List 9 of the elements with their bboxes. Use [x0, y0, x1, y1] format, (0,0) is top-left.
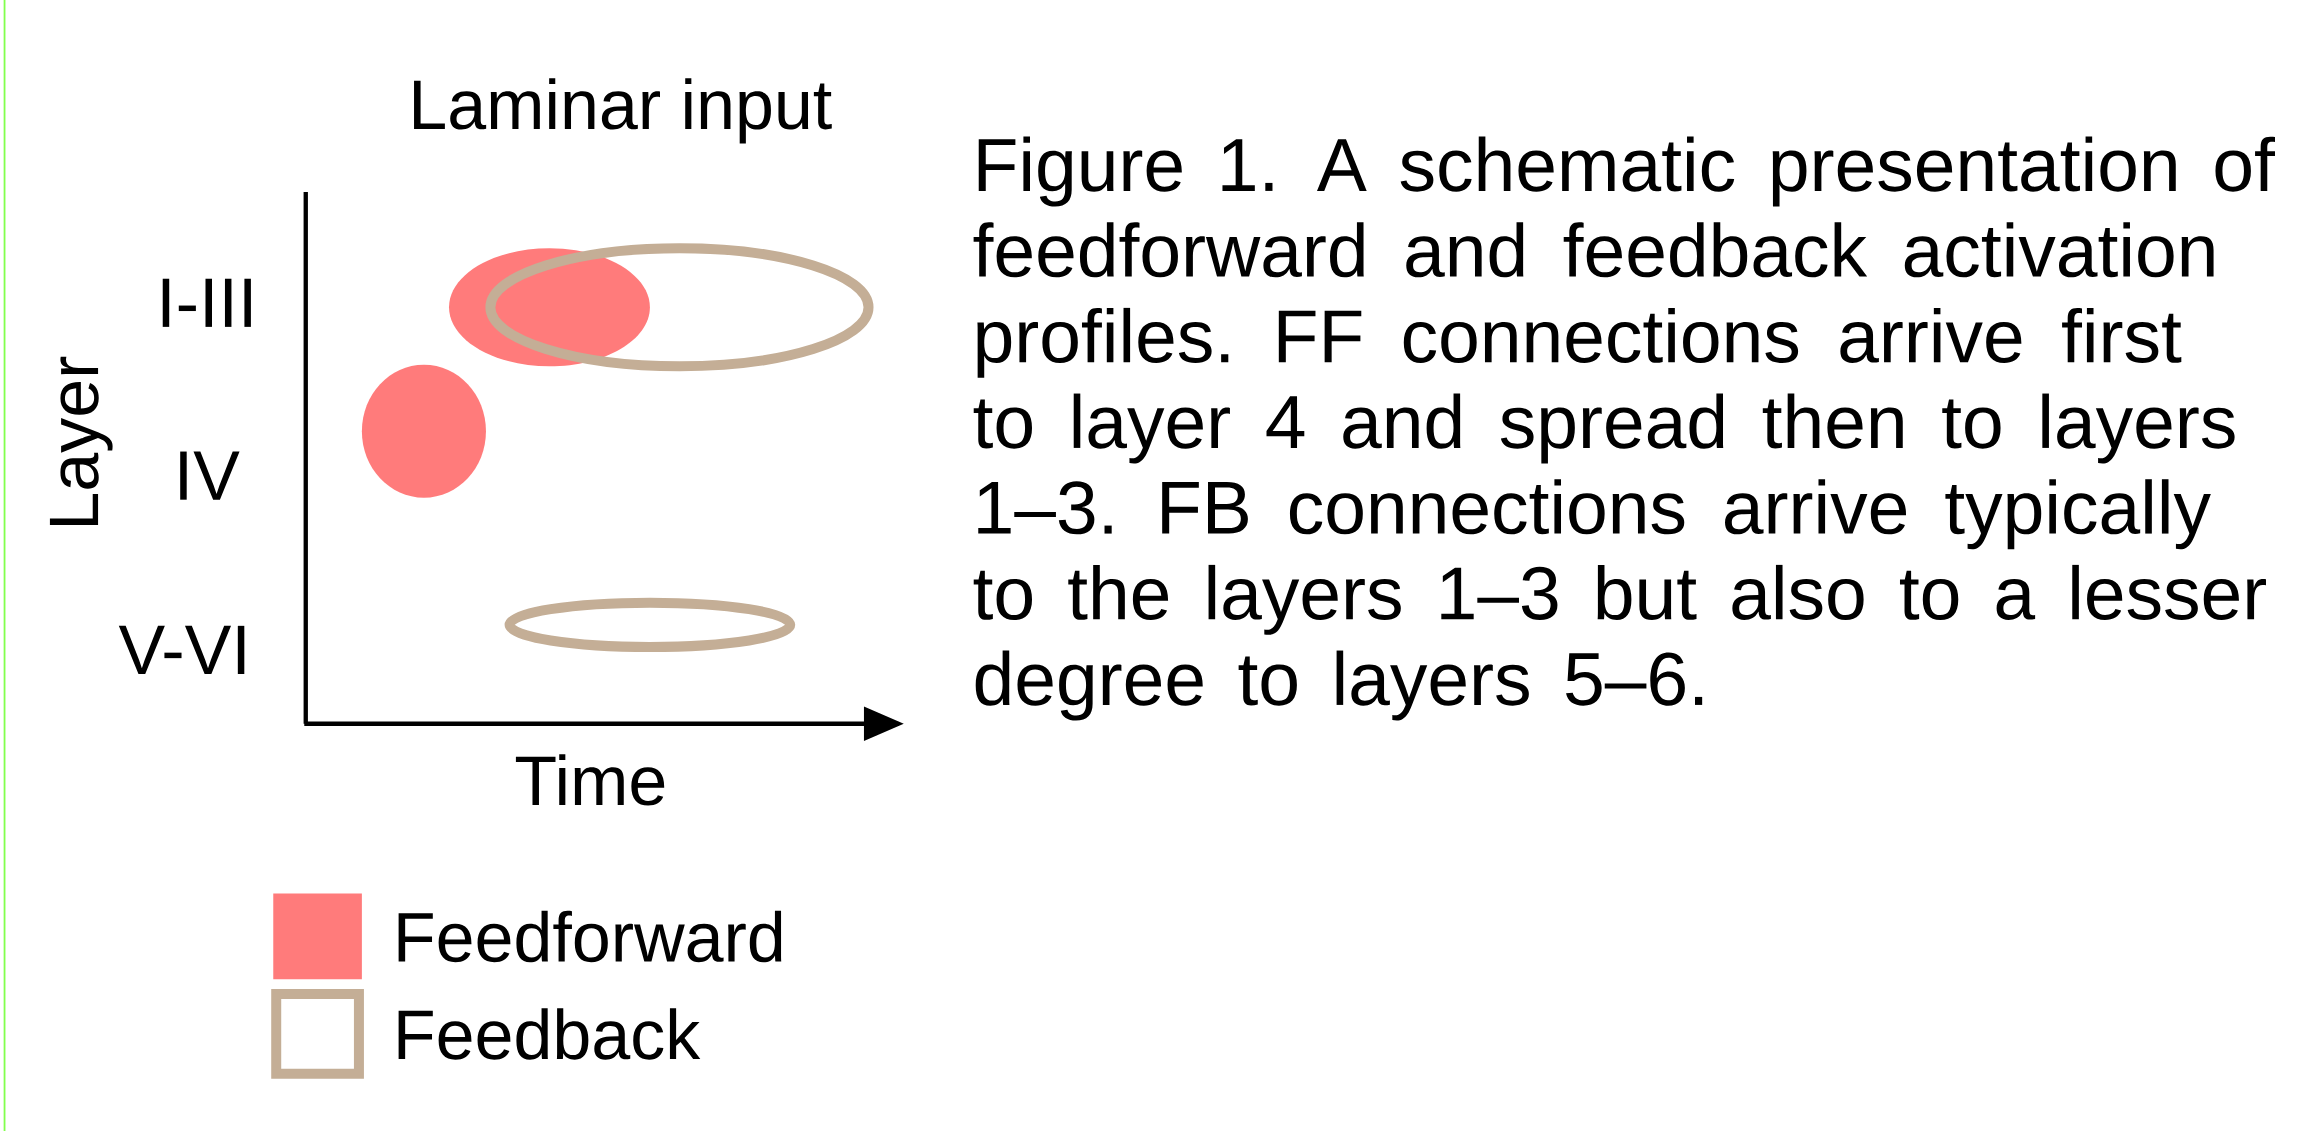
tick-label: IV — [180, 451, 240, 500]
tick-label: V-VI — [118, 625, 245, 674]
legend-label: Feedback — [398, 1008, 701, 1060]
axis-label: Layer — [49, 356, 113, 525]
tick-label: I-III — [162, 278, 251, 327]
caption: Figure 1. A schematic presentation of feedforward and feedback activation profiles. FF connections arrive first to layer 4 and spread then to layers 1–3. FB connections arrive typically to the layers 1–3 but also to a lesser degree to layers 5–6. — [973, 136, 2275, 721]
legend-label: Feedforward — [398, 910, 782, 962]
axis-label: Time — [515, 754, 665, 806]
chart-title: Laminar input — [414, 77, 832, 144]
